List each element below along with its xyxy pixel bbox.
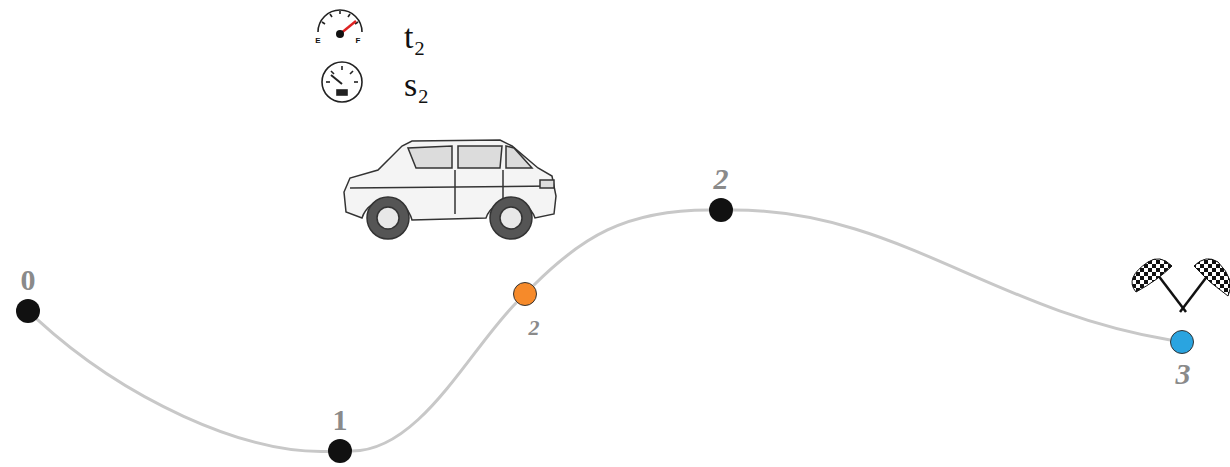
path-point: 1: [328, 439, 352, 463]
car-illustration: [344, 140, 556, 239]
path-point: 2: [513, 282, 537, 306]
point-number: 3: [1176, 359, 1191, 389]
variable-label: t₂: [404, 20, 425, 54]
road-curve: [352, 302, 517, 451]
fuel-gauge: [318, 10, 362, 38]
point-number: 1: [333, 405, 348, 435]
point-number: 2: [714, 164, 729, 194]
variable-label: s₂: [404, 68, 429, 102]
path-point: 3: [1170, 330, 1194, 354]
path-point: 0: [16, 299, 40, 323]
speedometer: [322, 62, 362, 102]
road-curve: [37, 319, 328, 451]
gauge-mark: F: [356, 37, 361, 45]
path-point: 2: [709, 198, 733, 222]
point-number: 0: [21, 265, 36, 295]
point-number: 2: [529, 317, 540, 339]
road-curve: [733, 210, 1170, 340]
gauge-mark: E: [315, 37, 320, 45]
road-curve: [533, 210, 709, 286]
finish-flags: [1132, 259, 1230, 312]
